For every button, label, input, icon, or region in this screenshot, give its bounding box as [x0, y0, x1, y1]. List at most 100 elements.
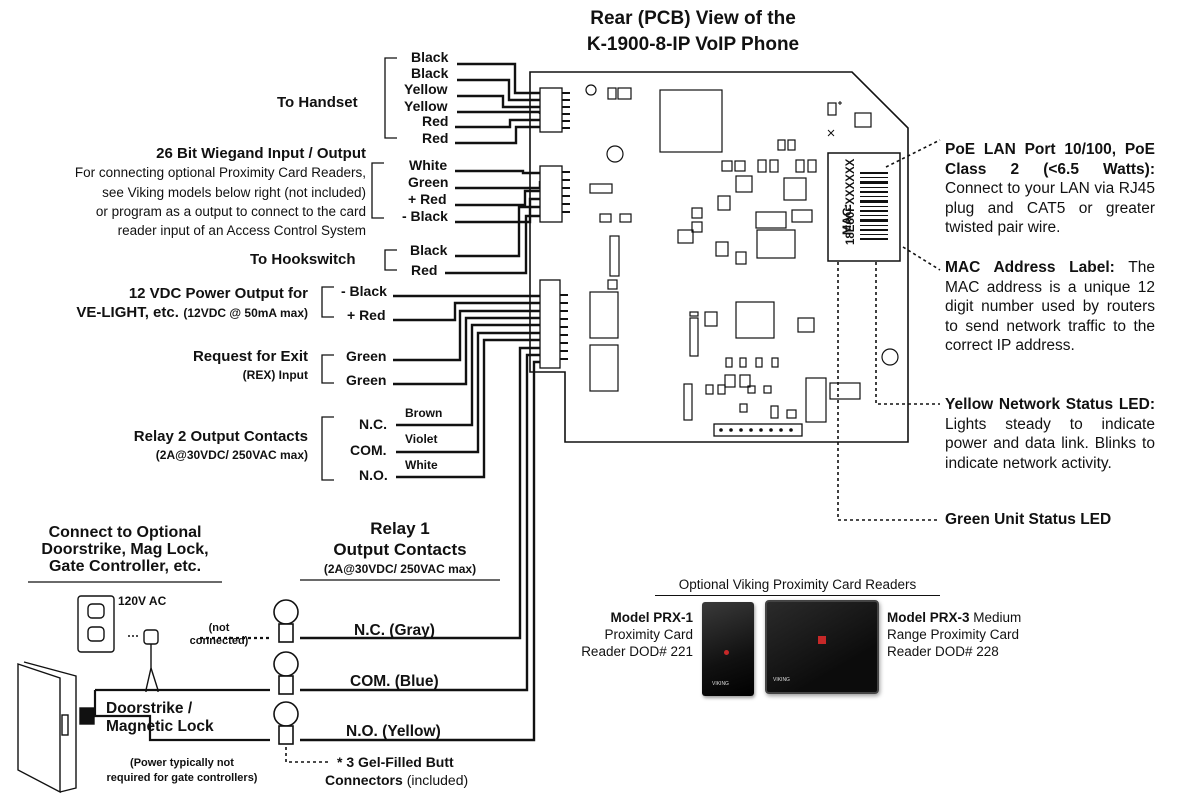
poe-heading: PoE LAN Port 10/100, PoE Class 2 (<6.5 W…: [945, 141, 1155, 178]
wiegand-wire-black: - Black: [402, 208, 448, 224]
lower-wires: [300, 294, 540, 742]
wiegand-desc-1: For connecting optional Proximity Card R…: [74, 165, 366, 180]
rex-wire-1: Green: [346, 348, 387, 364]
handset-label: To Handset: [277, 94, 358, 111]
wiegand-wire-green: Green: [408, 174, 449, 190]
relay2-color-violet: Violet: [405, 432, 438, 446]
connector-dots: [719, 428, 793, 432]
connector-pins: [560, 92, 570, 360]
diagram-title-line1: Rear (PCB) View of the: [590, 8, 796, 29]
handset-wires: [455, 62, 542, 145]
prx3-line3: Reader DOD# 228: [887, 644, 999, 659]
pcb-outline: [529, 71, 909, 443]
prx1-line2: Proximity Card: [604, 627, 693, 642]
rex-label-2: (REX) Input: [242, 368, 308, 382]
wiegand-desc-3: or program as a output to connect to the…: [95, 204, 366, 219]
doorstrike-note-2: required for gate controllers): [106, 772, 258, 784]
relay2-color-white: White: [405, 458, 438, 472]
diagram-title-line2: K-1900-8-IP VoIP Phone: [586, 34, 800, 55]
readers-heading: Optional Viking Proximity Card Readers: [655, 577, 940, 596]
doorstrike-note-1: (Power typically not: [130, 757, 234, 769]
rex-wire-2: Green: [346, 372, 387, 388]
wiegand-wire-white: White: [409, 157, 448, 173]
power-wire-red: + Red: [347, 307, 386, 323]
butt-label-2-main: Connectors: [325, 772, 403, 788]
relay2-label-2: (2A@30VDC/ 250VAC max): [155, 448, 308, 462]
prx3-reader-image: VIKING: [765, 600, 879, 694]
power-label-2-spec: (12VDC @ 50mA max): [183, 306, 308, 320]
doorstrike-label-2: Magnetic Lock: [106, 718, 214, 735]
yellow-led-body: Lights steady to indicate power and data…: [945, 415, 1155, 472]
relay2-color-brown: Brown: [405, 406, 443, 420]
power-bracket: [321, 286, 334, 318]
pcb-marks: [827, 101, 842, 137]
handset-wire-5: Red: [422, 113, 449, 129]
relay1-term-com: COM. (Blue): [350, 673, 439, 690]
mac-heading: MAC Address Label:: [945, 259, 1115, 276]
relay1-term-nc: N.C. (Gray): [354, 622, 435, 639]
prx1-brand: VIKING: [712, 681, 729, 687]
poe-description: PoE LAN Port 10/100, PoE Class 2 (<6.5 W…: [945, 140, 1155, 238]
hookswitch-label: To Hookswitch: [250, 251, 356, 268]
board-connectors: [539, 87, 803, 437]
hookswitch-wires: [445, 205, 540, 275]
handset-wire-6: Red: [422, 130, 449, 146]
doorstrike-label-1: Doorstrike /: [106, 700, 193, 717]
rex-label-1: Request for Exit: [192, 348, 308, 365]
rex-bracket: [321, 354, 334, 384]
mac-label-value: 18E80FXXXXXX: [845, 158, 857, 245]
butt-label-1: * 3 Gel-Filled Butt: [337, 754, 454, 770]
yellow-led-heading: Yellow Network Status LED:: [945, 396, 1155, 413]
prx3-model-name: Model PRX-3: [887, 610, 970, 625]
handset-wire-3: Yellow: [404, 81, 448, 97]
power-wire-black: - Black: [341, 283, 387, 299]
prx3-led-icon: [818, 636, 826, 644]
hookswitch-bracket: [384, 249, 397, 271]
optional-heading-3: Gate Controller, etc.: [48, 558, 202, 575]
relay2-term-no: N.O.: [359, 467, 388, 483]
optional-heading-1: Connect to Optional: [48, 524, 202, 541]
relay1-label-2: Output Contacts: [333, 540, 467, 559]
green-led-label: Green Unit Status LED: [945, 511, 1112, 528]
hookswitch-wire-red: Red: [411, 262, 438, 278]
relay1-label-1: Relay 1: [370, 519, 430, 538]
relay2-term-com: COM.: [350, 442, 387, 458]
power-label-1: 12 VDC Power Output for: [128, 285, 308, 302]
prx3-model-tail: Medium: [969, 610, 1022, 625]
wiegand-bracket: [371, 162, 384, 219]
prx1-line3: Reader DOD# 221: [581, 644, 693, 659]
handset-wire-4: Yellow: [404, 98, 448, 114]
relay2-term-nc: N.C.: [359, 416, 387, 432]
relay1-label-3: (2A@30VDC/ 250VAC max): [323, 562, 477, 576]
yellow-led-description: Yellow Network Status LED: Lights steady…: [945, 395, 1155, 473]
prx3-line2: Range Proximity Card: [887, 627, 1020, 642]
handset-wire-1: Black: [411, 49, 449, 65]
not-connected-1: (not: [208, 622, 230, 634]
wiegand-wire-red: + Red: [408, 191, 447, 207]
butt-label-2-tail: (included): [406, 772, 469, 788]
leader-lines: [285, 139, 941, 763]
not-connected-2: connected): [189, 635, 249, 647]
poe-body: Connect to your LAN via RJ45 plug and CA…: [945, 180, 1155, 236]
butt-label-2: Connectors (included): [325, 772, 468, 788]
handset-wire-2: Black: [411, 65, 449, 81]
relay2-bracket: [321, 416, 334, 481]
mac-body: The MAC address is a unique 12 digit num…: [945, 259, 1155, 354]
prx1-led-icon: [724, 650, 729, 655]
power-label-2: VE-LIGHT, etc. (12VDC @ 50mA max): [20, 304, 308, 322]
wiegand-wires: [455, 169, 542, 224]
prx3-model: Model PRX-3 Medium: [887, 610, 1021, 626]
ac-label: 120V AC: [118, 594, 167, 608]
pcb-components: [585, 84, 901, 423]
wiegand-desc-4: reader input of an Access Control System: [117, 223, 366, 238]
handset-bracket: [384, 57, 397, 139]
prx1-reader-image: VIKING: [702, 602, 754, 696]
prx1-model: Model PRX-1: [610, 610, 693, 625]
wiegand-heading: 26 Bit Wiegand Input / Output: [156, 145, 366, 162]
butt-connectors: [273, 599, 299, 745]
relay1-term-no: N.O. (Yellow): [346, 723, 441, 740]
hookswitch-wire-black: Black: [410, 242, 448, 258]
power-label-2-main: VE-LIGHT, etc.: [76, 304, 179, 321]
